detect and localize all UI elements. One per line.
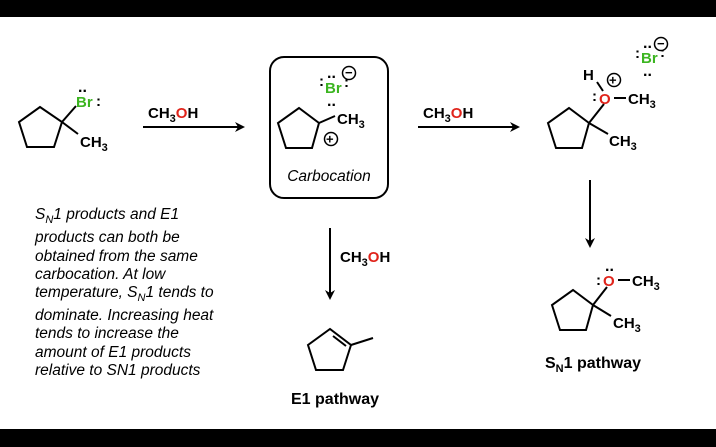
elimination-arrow: CH3OH — [325, 228, 390, 300]
oxonium-charge-circle — [606, 72, 622, 88]
bromide-negative-charge: − — [345, 65, 353, 80]
oxonium-ring-methyl: CH3 — [609, 133, 637, 153]
ether-lone-pair-top: .. — [605, 258, 614, 275]
bromine-lone-pair-top: .. — [78, 79, 87, 96]
methyl-label: CH3 — [80, 134, 108, 154]
bromide-label: Br — [325, 80, 342, 97]
cyclopentane-ring — [17, 105, 64, 148]
note-line: products can both be — [35, 229, 180, 247]
carbocation-caption: Carbocation — [287, 168, 371, 185]
bromide2-lone-pair-right: : — [660, 44, 665, 61]
oxonium-ring — [546, 106, 591, 149]
bond-ring-o — [588, 103, 605, 124]
bromide2-lone-pair-top: .. — [643, 35, 652, 52]
reagent-label-3: CH3OH — [340, 249, 390, 269]
reagent-label-2: CH3OH — [423, 105, 473, 125]
note-line: amount of E1 products — [35, 343, 191, 361]
carbocation-intermediate: : Br .. .. : − CH3 + — [269, 56, 389, 199]
starting-material-molecule: Br .. : CH3 — [17, 79, 108, 154]
bromine-lone-pair-right: : — [96, 93, 101, 110]
note-line: tends to increase the — [35, 325, 179, 343]
note-line: relative to SN1 products — [35, 361, 201, 379]
sn1-pathway-caption: SN1 pathway — [545, 355, 641, 376]
oxonium-hydrogen: H — [583, 67, 594, 84]
carbocation-frame — [269, 56, 389, 199]
bond-o-h — [596, 81, 604, 92]
alkene-double-bond — [332, 335, 347, 347]
reaction-scheme-drawing: Br .. : CH3 CH3OH : Br .. .. : − CH3 + C… — [17, 35, 669, 371]
reaction-arrow-2: CH3OH — [418, 105, 520, 132]
bond-ring-ether-ch3 — [592, 304, 612, 317]
sn1-product-molecule: CH3 : O .. CH3 — [550, 258, 660, 335]
cation-positive-charge: + — [326, 132, 334, 147]
cation-charge-circle — [323, 131, 339, 147]
bromide-lone-pair-left: : — [319, 73, 324, 90]
reaction-scheme-canvas: Br .. : CH3 CH3OH : Br .. .. : − CH3 + C… — [0, 17, 716, 429]
bromide2-negative-charge: − — [657, 36, 665, 51]
note-line: dominate. Increasing heat — [35, 307, 214, 325]
bond-c-br — [61, 105, 77, 123]
bond-ring-ether-o — [592, 286, 608, 306]
ether-ring — [550, 288, 595, 331]
bromine-label: Br — [76, 94, 93, 111]
bromide2-lone-pair-left: : — [635, 45, 640, 62]
carbocation-ring — [276, 106, 321, 149]
bromide-lone-pair-top: .. — [327, 65, 336, 82]
bromide2-label: Br — [641, 50, 658, 67]
oxonium-o-methyl: CH3 — [628, 91, 656, 111]
note-line: obtained from the same — [35, 247, 198, 265]
note-line: temperature, SN1 tends to — [35, 283, 214, 304]
e1-product-molecule — [306, 327, 374, 371]
bromide-lone-pair-bottom: .. — [327, 93, 336, 110]
alkene-methyl-bond — [350, 337, 374, 346]
ether-lone-pair-left: : — [596, 272, 601, 289]
bond-ring-ch3 — [588, 122, 609, 135]
bromide2-charge-circle — [653, 36, 669, 52]
alkene-ring — [306, 327, 353, 371]
bromide-lone-pair-right: : — [344, 74, 349, 91]
bromide-charge-circle — [341, 65, 357, 81]
ether-o-methyl: CH3 — [632, 273, 660, 293]
cation-methyl-label: CH3 — [337, 111, 365, 131]
note-line: carbocation. At low — [35, 265, 166, 283]
bromide2-lone-pair-bottom: .. — [643, 63, 652, 80]
oxygen-lone-pair-left: : — [592, 88, 597, 105]
oxonium-oxygen: O — [599, 91, 611, 108]
ether-oxygen: O — [603, 273, 615, 290]
reagent-label-1: CH3OH — [148, 105, 198, 125]
note-line: SN1 products and E1 — [35, 206, 180, 227]
oxonium-intermediate: CH3 : O H CH3 + : Br .. .. : − — [546, 35, 669, 153]
bond-c-ch3 — [61, 121, 79, 135]
bond-cation-ch3 — [318, 115, 336, 124]
oxonium-positive-charge: + — [609, 73, 617, 88]
ether-ring-methyl: CH3 — [613, 315, 641, 335]
reaction-arrow-1: CH3OH — [143, 105, 245, 132]
e1-pathway-caption: E1 pathway — [291, 391, 380, 408]
